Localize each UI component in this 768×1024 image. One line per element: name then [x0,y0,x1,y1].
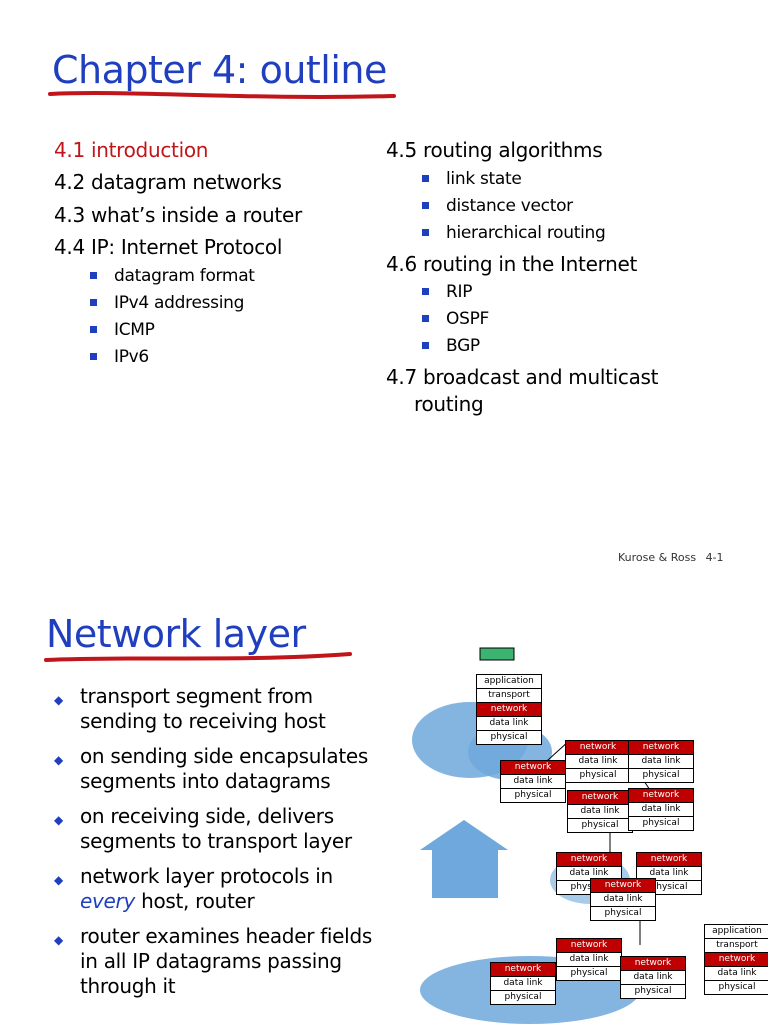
router-stack: network data link physical [620,956,686,999]
outline-sub-item: hierarchical routing [421,223,606,243]
router-stack: network data link physical [490,962,556,1005]
emphasis-every: every [80,889,136,913]
outline-item-4-1[interactable]: 4.1 introduction [54,138,209,162]
outline-sub-item: datagram format [90,266,255,286]
outline-item-4-4[interactable]: 4.4 IP: Internet Protocol [54,235,283,259]
title-underline [48,91,396,99]
slide-footer: Kurose & Ross 4-1 [618,551,724,564]
bullet-item: ◆ network layer protocols in every host,… [54,864,333,913]
title-underline [44,652,352,662]
bullet-item: ◆ on receiving side, delivers segments t… [54,804,352,853]
outline-item-4-3[interactable]: 4.3 what’s inside a router [54,203,302,227]
outline-sub-item: ICMP [90,320,155,340]
diamond-bullet-icon: ◆ [54,873,63,887]
router-stack: network data link physical [565,740,631,783]
footer-page-number: 4-1 [705,551,724,564]
router-stack: network data link physical [500,760,566,803]
host-protocol-stack: application transport network data link … [704,924,768,995]
outline-item-4-7[interactable]: 4.7 broadcast and multicast [386,365,659,389]
router-stack: network data link physical [556,938,622,981]
host-protocol-stack: application transport network data link … [476,674,542,745]
outline-sub-item: distance vector [422,196,573,216]
outline-item-4-5[interactable]: 4.5 routing algorithms [386,138,603,162]
outline-item-4-6[interactable]: 4.6 routing in the Internet [386,252,638,276]
slide-title: Network layer [46,612,306,656]
diamond-bullet-icon: ◆ [54,933,63,947]
outline-item-4-2[interactable]: 4.2 datagram networks [54,170,282,194]
outline-sub-item: RIP [421,282,473,302]
router-stack: network data link physical [590,878,656,921]
outline-sub-item: link state [422,169,522,189]
outline-sub-item: OSPF [421,309,490,329]
router-stack: network data link physical [636,852,702,895]
footer-author: Kurose & Ross [618,551,697,564]
slide-chapter-outline: Chapter 4: outline 4.1 introduction 4.2 … [48,48,724,564]
router-stack: network data link physical [628,788,694,831]
outline-sub-item: IPv6 [90,347,149,367]
outline-item-4-7-cont[interactable]: routing [414,392,484,416]
router-stack: network data link physical [628,740,694,783]
diamond-bullet-icon: ◆ [54,753,63,767]
bullet-item: ◆ on sending side encapsulates segments … [54,744,368,793]
outline-sub-item: BGP [422,336,480,356]
bullet-item: ◆ router examines header fields in all I… [54,924,372,998]
diamond-bullet-icon: ◆ [54,693,63,707]
bullet-item: ◆ transport segment from sending to rece… [54,684,326,733]
slide-title: Chapter 4: outline [52,48,387,92]
slide-network-layer: Network layer ◆ transport segment from s… [0,580,768,1024]
network-diagram: application transport network data link … [410,640,768,1024]
router-stack: network data link physical [567,790,633,833]
diamond-bullet-icon: ◆ [54,813,63,827]
outline-sub-item: IPv4 addressing [89,293,245,313]
